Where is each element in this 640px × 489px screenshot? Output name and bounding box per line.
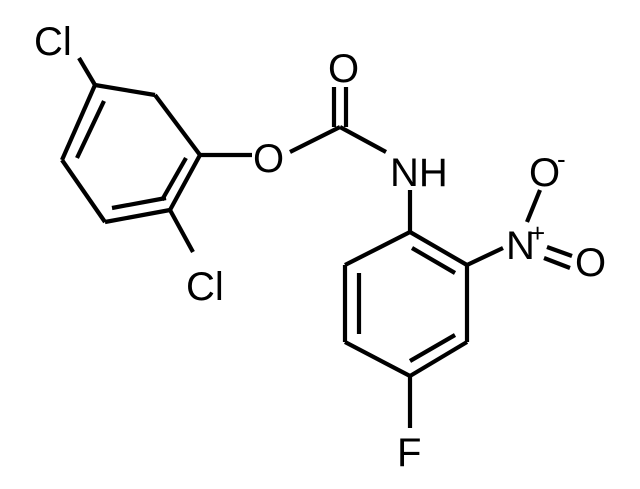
- fluorine-label: F: [397, 431, 421, 475]
- bond: [408, 333, 457, 363]
- nitro-positive-charge: +: [530, 218, 545, 248]
- carbonyl-oxygen-label: O: [328, 47, 359, 91]
- chlorine-label-bottom: Cl: [186, 265, 224, 309]
- bond: [344, 230, 411, 267]
- nitro-oxygen-double-label: O: [575, 241, 606, 285]
- bond: [60, 84, 97, 161]
- bond: [525, 189, 542, 223]
- bond: [543, 256, 571, 270]
- bond: [77, 56, 97, 87]
- bond: [75, 100, 106, 159]
- bond: [408, 230, 469, 267]
- bond: [344, 340, 411, 378]
- bond: [466, 246, 504, 267]
- amine-nh-label: NH: [390, 151, 448, 195]
- chlorine-label-top: Cl: [34, 20, 72, 64]
- nitro-negative-charge: -: [557, 144, 566, 174]
- bond: [60, 158, 107, 224]
- bond: [289, 125, 341, 154]
- bond: [153, 93, 202, 157]
- nitro-nitrogen-label: N: [506, 224, 535, 268]
- bond: [104, 207, 171, 225]
- bond: [168, 153, 202, 212]
- bond: [168, 208, 195, 254]
- bond: [408, 340, 469, 378]
- fluoronitrophenyl-ring: [342, 230, 470, 378]
- bond: [546, 245, 573, 258]
- bond: [338, 125, 388, 154]
- ester-oxygen-label: O: [253, 137, 284, 181]
- dichlorophenyl-ring: [60, 82, 202, 225]
- bond: [160, 156, 188, 202]
- nitro-oxygen-minus-label: O: [529, 151, 560, 195]
- bond: [111, 195, 167, 211]
- bond: [410, 246, 457, 275]
- bond: [94, 82, 156, 98]
